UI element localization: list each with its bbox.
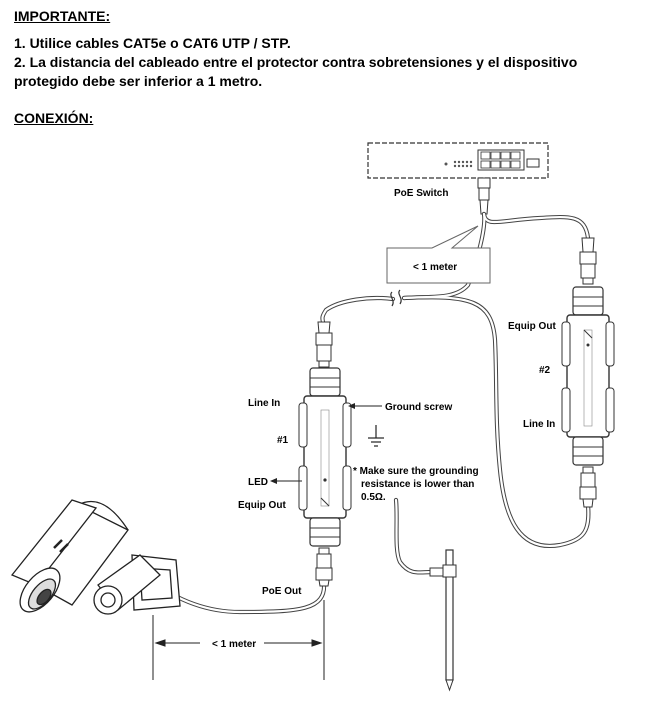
surge-protector-2-icon	[561, 237, 615, 508]
equip-out-2-label: Equip Out	[508, 321, 556, 332]
protector-1-number: #1	[277, 435, 289, 446]
line-in-1-label: Line In	[248, 398, 280, 409]
ground-rod-icon	[429, 549, 457, 692]
led-arrow	[270, 478, 302, 484]
rj45-plug-switch-icon	[477, 177, 491, 215]
poe-switch-icon	[367, 142, 549, 179]
distance-callout-top	[386, 225, 491, 284]
ground-screw-arrow	[348, 403, 382, 409]
instruction-line-1: 1. Utilice cables CAT5e o CAT6 UTP / STP…	[14, 35, 291, 51]
equip-out-1-label: Equip Out	[238, 500, 286, 511]
ip-camera-icon	[10, 499, 181, 615]
surge-protector-1-icon	[298, 321, 352, 587]
grounding-note-line-1: * Make sure the grounding	[353, 466, 479, 477]
ground-screw-label: Ground screw	[385, 402, 452, 413]
cable-paths	[147, 211, 591, 615]
callout-top-label: < 1 meter	[413, 262, 457, 273]
heading-importante: IMPORTANTE:	[14, 8, 111, 24]
ground-symbol-icon	[368, 425, 384, 447]
line-in-2-label: Line In	[523, 419, 555, 430]
instruction-line-3: protegido debe ser inferior a 1 metro.	[14, 73, 263, 89]
led-label: LED	[248, 477, 268, 488]
poe-out-label: PoE Out	[262, 586, 302, 597]
cable-break-icon	[390, 289, 402, 307]
grounding-note-line-3: 0.5Ω.	[361, 492, 386, 503]
protector-2-number: #2	[539, 365, 551, 376]
callout-bottom-label: < 1 meter	[212, 639, 256, 650]
instruction-line-2: 2. La distancia del cableado entre el pr…	[14, 54, 578, 70]
distance-callout-bottom	[152, 600, 325, 680]
heading-conexion: CONEXIÓN:	[14, 110, 94, 126]
poe-switch-label: PoE Switch	[394, 188, 448, 199]
grounding-note-line-2: resistance is lower than	[361, 479, 474, 490]
